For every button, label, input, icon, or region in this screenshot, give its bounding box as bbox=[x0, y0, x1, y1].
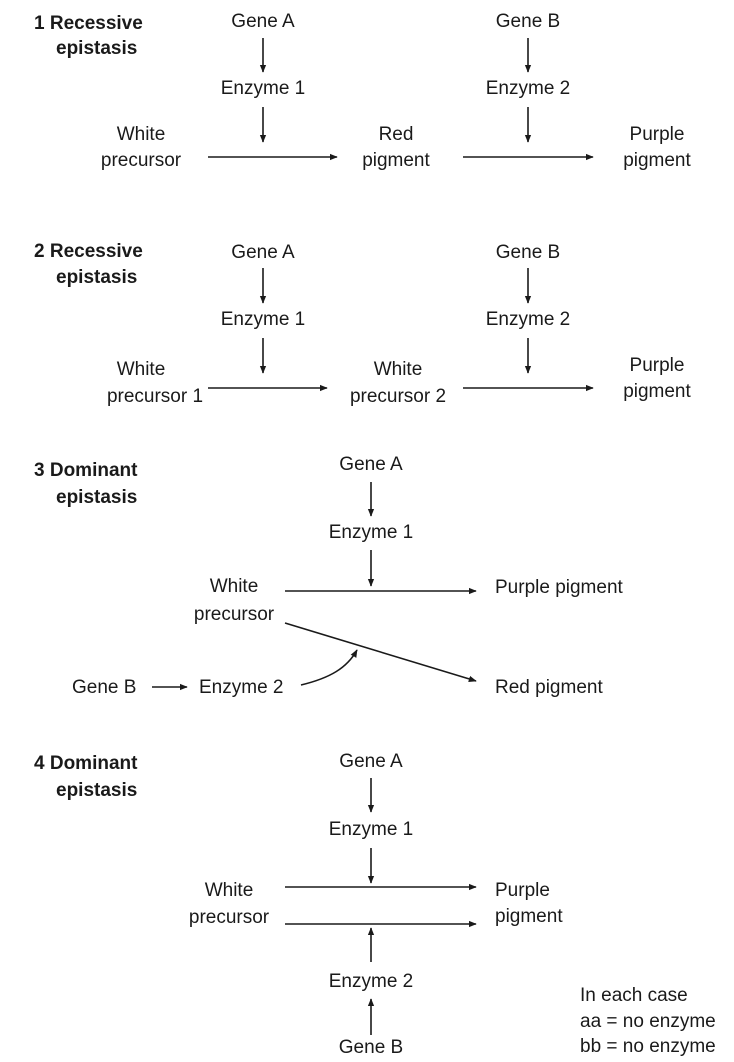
panel-1-enzyme-1-label: Enzyme 1 bbox=[221, 78, 305, 99]
panel-4-title-line1: 4 Dominant bbox=[34, 753, 138, 774]
panel-4-title-line2: epistasis bbox=[56, 780, 137, 801]
panel-3-product-1: Purple pigment bbox=[495, 577, 624, 598]
panel-1-middle-line1: Red bbox=[379, 124, 414, 145]
panel-1-enzyme-2-label: Enzyme 2 bbox=[486, 78, 570, 99]
panel-2-title-line2: epistasis bbox=[56, 267, 137, 288]
panel-4-enzyme-1-label: Enzyme 1 bbox=[329, 819, 413, 840]
panel-1-gene-b-label: Gene B bbox=[496, 11, 560, 32]
panel-1-end-line1: Purple bbox=[630, 124, 685, 145]
panel-4-gene-a-label: Gene A bbox=[339, 751, 403, 772]
panel-1-title-line2: epistasis bbox=[56, 38, 137, 59]
panel-1-gene-a-label: Gene A bbox=[231, 11, 295, 32]
panel-2-title-line1: 2 Recessive bbox=[34, 241, 143, 262]
panel-1-recessive-epistasis: 1 Recessive epistasis Gene A Enzyme 1 Ge… bbox=[34, 11, 692, 171]
panel-3-title-line1: 3 Dominant bbox=[34, 460, 138, 481]
panel-4-gene-b-label: Gene B bbox=[339, 1037, 403, 1058]
panel-4-start-line2: precursor bbox=[189, 907, 270, 928]
panel-4-product-line2: pigment bbox=[495, 906, 563, 927]
panel-4-dominant-epistasis: 4 Dominant epistasis Gene A Enzyme 1 Whi… bbox=[34, 751, 563, 1058]
panel-2-start-line2: precursor 1 bbox=[107, 386, 203, 407]
note-line3: bb = no enzyme bbox=[580, 1036, 716, 1057]
genotype-note: In each case aa = no enzyme bb = no enzy… bbox=[580, 985, 716, 1057]
panel-1-start-line1: White bbox=[117, 124, 166, 145]
panel-1-title-line1: 1 Recessive bbox=[34, 13, 143, 34]
note-line2: aa = no enzyme bbox=[580, 1011, 716, 1032]
panel-3-red-pathway-arrow bbox=[284, 622, 477, 682]
panel-2-enzyme-1-label: Enzyme 1 bbox=[221, 309, 305, 330]
panel-3-product-2: Red pigment bbox=[495, 677, 603, 698]
panel-4-product-line1: Purple bbox=[495, 880, 550, 901]
panel-4-start-line1: White bbox=[205, 880, 254, 901]
panel-3-enzyme-1-label: Enzyme 1 bbox=[329, 522, 413, 543]
panel-4-enzyme-2-label: Enzyme 2 bbox=[329, 971, 413, 992]
panel-2-middle-line1: White bbox=[374, 359, 423, 380]
panel-2-end-line1: Purple bbox=[630, 355, 685, 376]
panel-1-start-line2: precursor bbox=[101, 150, 182, 171]
note-line1: In each case bbox=[580, 985, 688, 1006]
panel-3-enzyme-2-curved-arrow bbox=[300, 649, 358, 686]
panel-3-enzyme-2-label: Enzyme 2 bbox=[199, 677, 283, 698]
panel-3-gene-a-label: Gene A bbox=[339, 454, 403, 475]
panel-3-start-line2: precursor bbox=[194, 604, 275, 625]
panel-2-gene-b-label: Gene B bbox=[496, 242, 560, 263]
panel-2-gene-a-label: Gene A bbox=[231, 242, 295, 263]
panel-1-middle-line2: pigment bbox=[362, 150, 430, 171]
panel-3-start-line1: White bbox=[210, 576, 259, 597]
panel-2-start-line1: White bbox=[117, 359, 166, 380]
panel-2-end-line2: pigment bbox=[623, 381, 691, 402]
panel-2-recessive-epistasis: 2 Recessive epistasis Gene A Enzyme 1 Ge… bbox=[34, 241, 692, 407]
panel-1-end-line2: pigment bbox=[623, 150, 691, 171]
panel-3-title-line2: epistasis bbox=[56, 487, 137, 508]
panel-3-gene-b-label: Gene B bbox=[72, 677, 136, 698]
panel-2-middle-line2: precursor 2 bbox=[350, 386, 446, 407]
panel-3-dominant-epistasis: 3 Dominant epistasis Gene A Enzyme 1 Whi… bbox=[34, 454, 624, 698]
panel-2-enzyme-2-label: Enzyme 2 bbox=[486, 309, 570, 330]
